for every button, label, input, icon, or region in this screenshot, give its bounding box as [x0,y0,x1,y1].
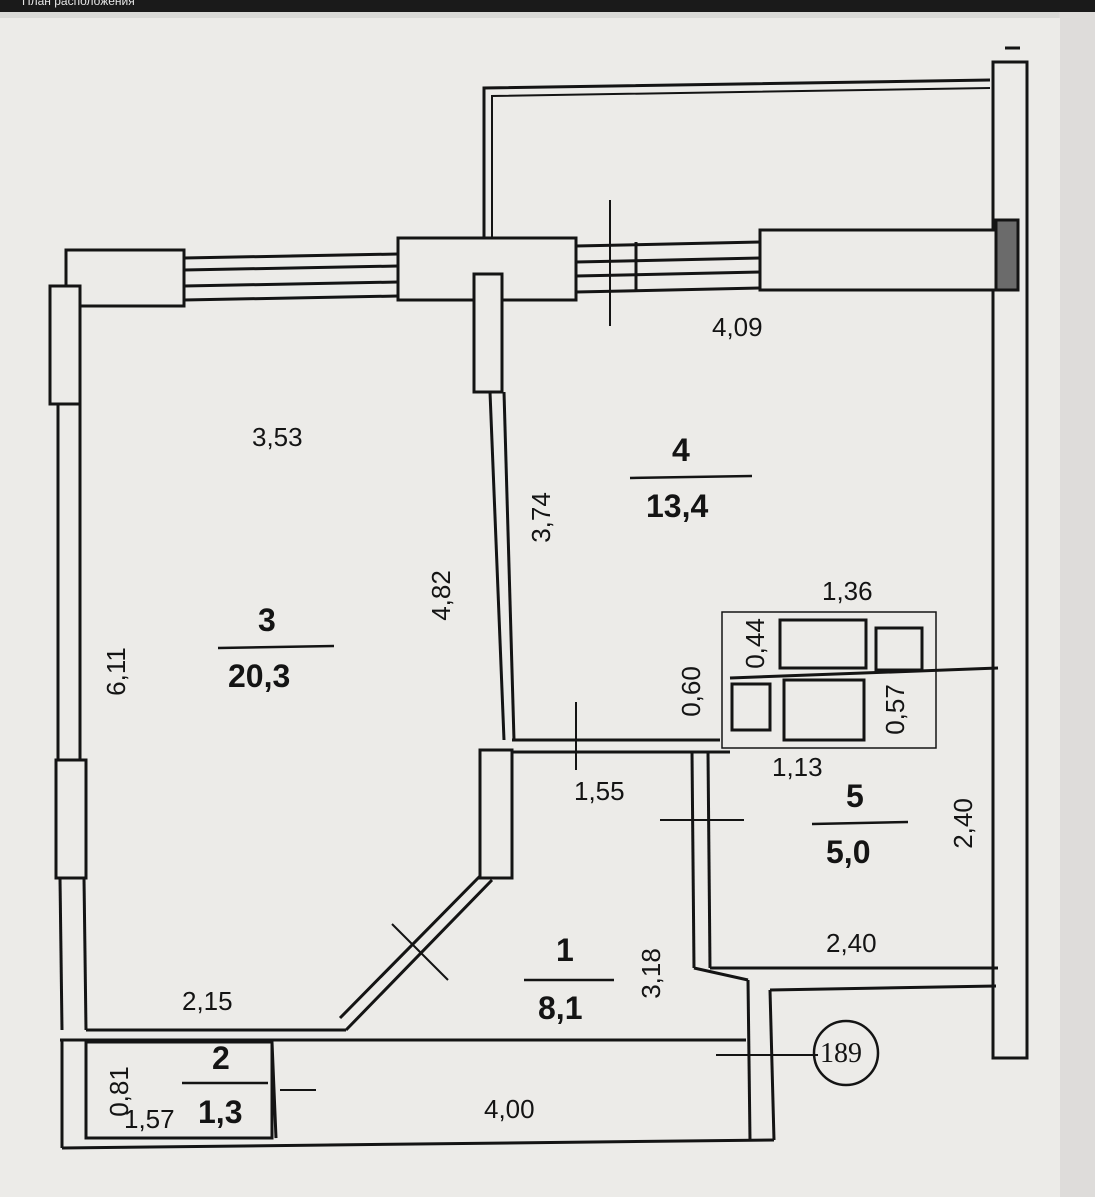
bottom-wall [60,1038,775,1150]
dimension-label: 3,53 [252,422,303,452]
window-top-right [575,200,761,326]
partition-column-lower [478,748,514,880]
apartment-number-circle [812,1019,880,1087]
dimension-label: 0,60 [675,666,706,717]
room-3-number: 3 [258,602,276,638]
dimension-label: 2,40 [947,798,978,849]
dimension-label: 6,11 [100,647,131,696]
dimension-label: 3,18 [635,948,666,999]
room-4-number: 4 [672,432,690,468]
room-3-area: 20,3 [228,658,291,694]
top-wall-right [758,228,998,292]
left-exterior-wall [48,284,88,1031]
ventilation-shafts [721,611,937,749]
balcony-outline [482,78,991,240]
room-5-area: 5,0 [826,834,871,870]
partition-column-upper [472,272,504,394]
dimension-label: 2,40 [826,928,877,958]
room-1-number: 1 [556,932,574,968]
paper-sheet [0,18,1060,1197]
dimension-label: 0,57 [879,684,910,735]
header-label: План расположения [22,0,135,8]
page-edge [1059,0,1095,1197]
dimension-label: 4,00 [484,1094,535,1124]
header-strip: План расположения [0,0,1095,12]
room-1-area: 8,1 [538,990,583,1026]
apartment-number: 189 [820,1038,862,1069]
partition-3-4 [488,391,516,741]
room-number-underlines [182,474,909,1085]
dimension-label: 4,82 [425,570,456,621]
dimension-label: 2,15 [182,986,233,1016]
room-3-bottom-wall [86,870,494,1032]
dimension-label: 3,74 [525,492,556,543]
dimension-label: 4,09 [712,312,763,342]
bathroom-walls [660,666,999,970]
room-2-number: 2 [212,1040,230,1076]
dimension-label: 1,57 [124,1104,175,1134]
dimension-label: 0,44 [739,618,770,669]
room-5-number: 5 [846,778,864,814]
wall-column-marker [994,218,1020,292]
entrance-walls [693,966,997,1141]
dimension-label: 1,36 [822,576,873,606]
right-exterior-wall [991,60,1029,1060]
window-top-left [183,252,399,302]
partition-4-corridor [512,702,720,770]
dimension-label: 0,81 [103,1066,134,1117]
top-wall-left [64,248,186,308]
dimension-label: 1,55 [574,776,625,806]
room-2-area: 1,3 [198,1094,243,1130]
dimension-label: 1,13 [772,752,823,782]
room-4-area: 13,4 [646,488,709,524]
